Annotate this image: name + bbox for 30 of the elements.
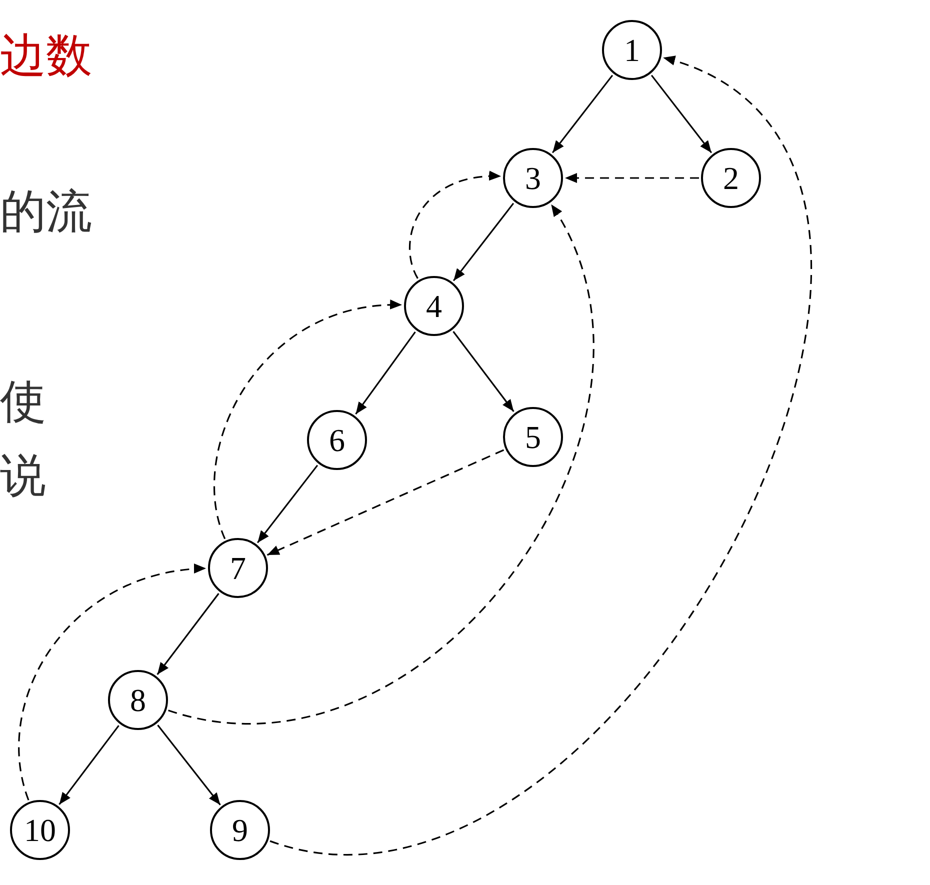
number-circle: 7 — [208, 538, 268, 598]
arrow — [452, 331, 514, 412]
number-circle: 6 — [307, 410, 367, 470]
number-circle: 4 — [404, 276, 464, 336]
arrow — [58, 725, 120, 805]
dashed-arrow — [266, 449, 504, 556]
arrow — [452, 202, 514, 282]
arrow — [156, 593, 220, 675]
dashed-arrow — [408, 172, 502, 279]
arrow — [552, 74, 614, 154]
dashed-arrow — [18, 564, 206, 800]
arrow — [650, 74, 712, 154]
dashed-arrow — [168, 204, 594, 724]
arrow — [157, 724, 221, 806]
dashed-arrow — [214, 300, 402, 540]
text-fragment: 的流 — [0, 188, 92, 234]
arrow — [355, 331, 416, 415]
number-circle: 8 — [108, 670, 168, 730]
number-circle: 5 — [503, 407, 563, 467]
text-fragment: 使 — [0, 378, 46, 424]
arrow — [256, 464, 318, 544]
number-circle: 2 — [701, 148, 761, 208]
dashed-arrow — [565, 173, 699, 183]
number-circle: 1 — [602, 20, 662, 80]
heading-fragment: 边数 — [0, 32, 92, 78]
text-fragment: 说 — [0, 452, 46, 498]
dashed-arrow — [270, 56, 810, 855]
number-circle: 3 — [503, 148, 563, 208]
number-circle: 9 — [210, 800, 270, 860]
number-circle: 10 — [10, 800, 70, 860]
